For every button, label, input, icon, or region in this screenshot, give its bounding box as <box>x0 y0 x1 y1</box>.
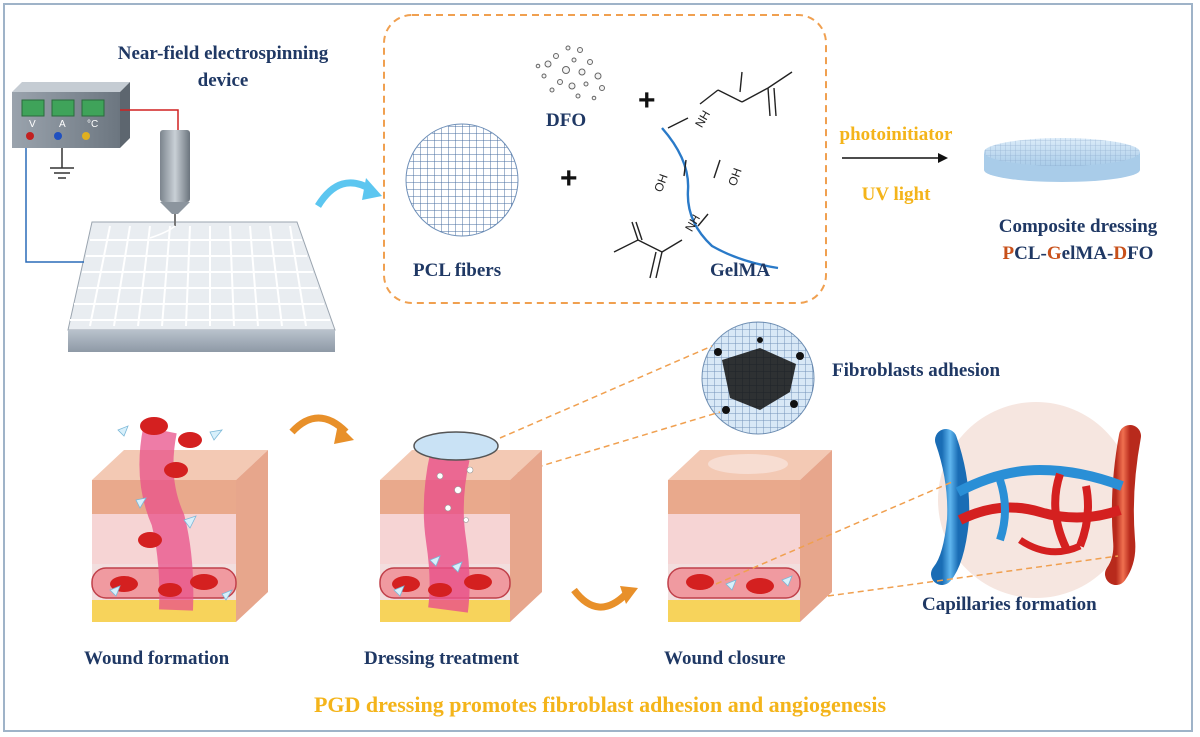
dressing-disc <box>413 431 499 461</box>
power-supply-top <box>12 82 130 92</box>
dfo-label: DFO <box>546 110 587 131</box>
wire-blue <box>25 148 84 263</box>
display-a <box>51 99 75 117</box>
knob-red <box>26 132 34 140</box>
pcl-fibers-label: PCL fibers <box>413 260 502 281</box>
fibroblasts-adhesion-label: Fibroblasts adhesion <box>832 360 1001 381</box>
wound-closure-label: Wound closure <box>664 648 786 669</box>
device-label-line1: Near-field electrospinning <box>117 43 329 64</box>
gelma-label: GelMA <box>710 260 771 281</box>
composite-name: PCL-GelMA-DFO <box>968 243 1188 265</box>
figure-border <box>3 3 1193 732</box>
dashed-link-capillary-2 <box>715 481 953 585</box>
composite-dressing-label: Composite dressing <box>998 216 1158 237</box>
skin-block-wound-closure <box>667 450 832 622</box>
device-display-v-label: V <box>29 119 36 130</box>
pcl-fiber-mesh <box>405 123 519 237</box>
knob-blue <box>54 132 62 140</box>
dashed-link-fibroblast-1 <box>499 345 713 439</box>
plus-sign-2: + <box>560 162 578 195</box>
electrospinning-device <box>12 82 336 352</box>
dressing-treatment-label: Dressing treatment <box>364 648 519 669</box>
fiber-grid-on-plate <box>70 225 330 327</box>
collector-plate-side <box>68 330 335 352</box>
dashed-link-fibroblast-2 <box>507 411 721 477</box>
composite-part-5: FO <box>1127 243 1154 264</box>
device-display-a-label: A <box>59 119 66 130</box>
capillary-network <box>931 402 1141 598</box>
photoinitiator-label: photoinitiator <box>839 124 953 145</box>
spinneret-syringe <box>160 130 190 202</box>
knob-yellow <box>82 132 90 140</box>
composite-part-4: D <box>1113 243 1128 264</box>
dfo-particles <box>535 45 605 101</box>
device-label-line2: device <box>197 70 249 91</box>
display-v <box>21 99 45 117</box>
uv-light-label: UV light <box>861 184 931 205</box>
capillaries-formation-label: Capillaries formation <box>922 594 1097 615</box>
fibroblast-cells <box>714 337 804 414</box>
arrow-treatment-to-closure <box>571 587 629 611</box>
composite-part-1: CL- <box>1014 243 1047 264</box>
skin-block-wound-formation <box>91 417 268 622</box>
plus-sign-1: + <box>638 84 656 117</box>
display-c <box>81 99 105 117</box>
composite-part-3: elMA- <box>1061 243 1114 264</box>
skin-block-dressing-treatment <box>379 431 542 622</box>
device-display-c-label: °C <box>87 119 99 130</box>
gelma-structure <box>613 71 793 279</box>
wound-formation-label: Wound formation <box>84 648 230 669</box>
composite-part-2: G <box>1046 243 1062 264</box>
composite-part-0: P <box>1002 243 1015 264</box>
wire-red <box>120 109 179 130</box>
materials-box <box>383 14 827 304</box>
figure-caption: PGD dressing promotes fibroblast adhesio… <box>313 692 887 717</box>
dashed-link-capillary-1 <box>827 555 1119 597</box>
